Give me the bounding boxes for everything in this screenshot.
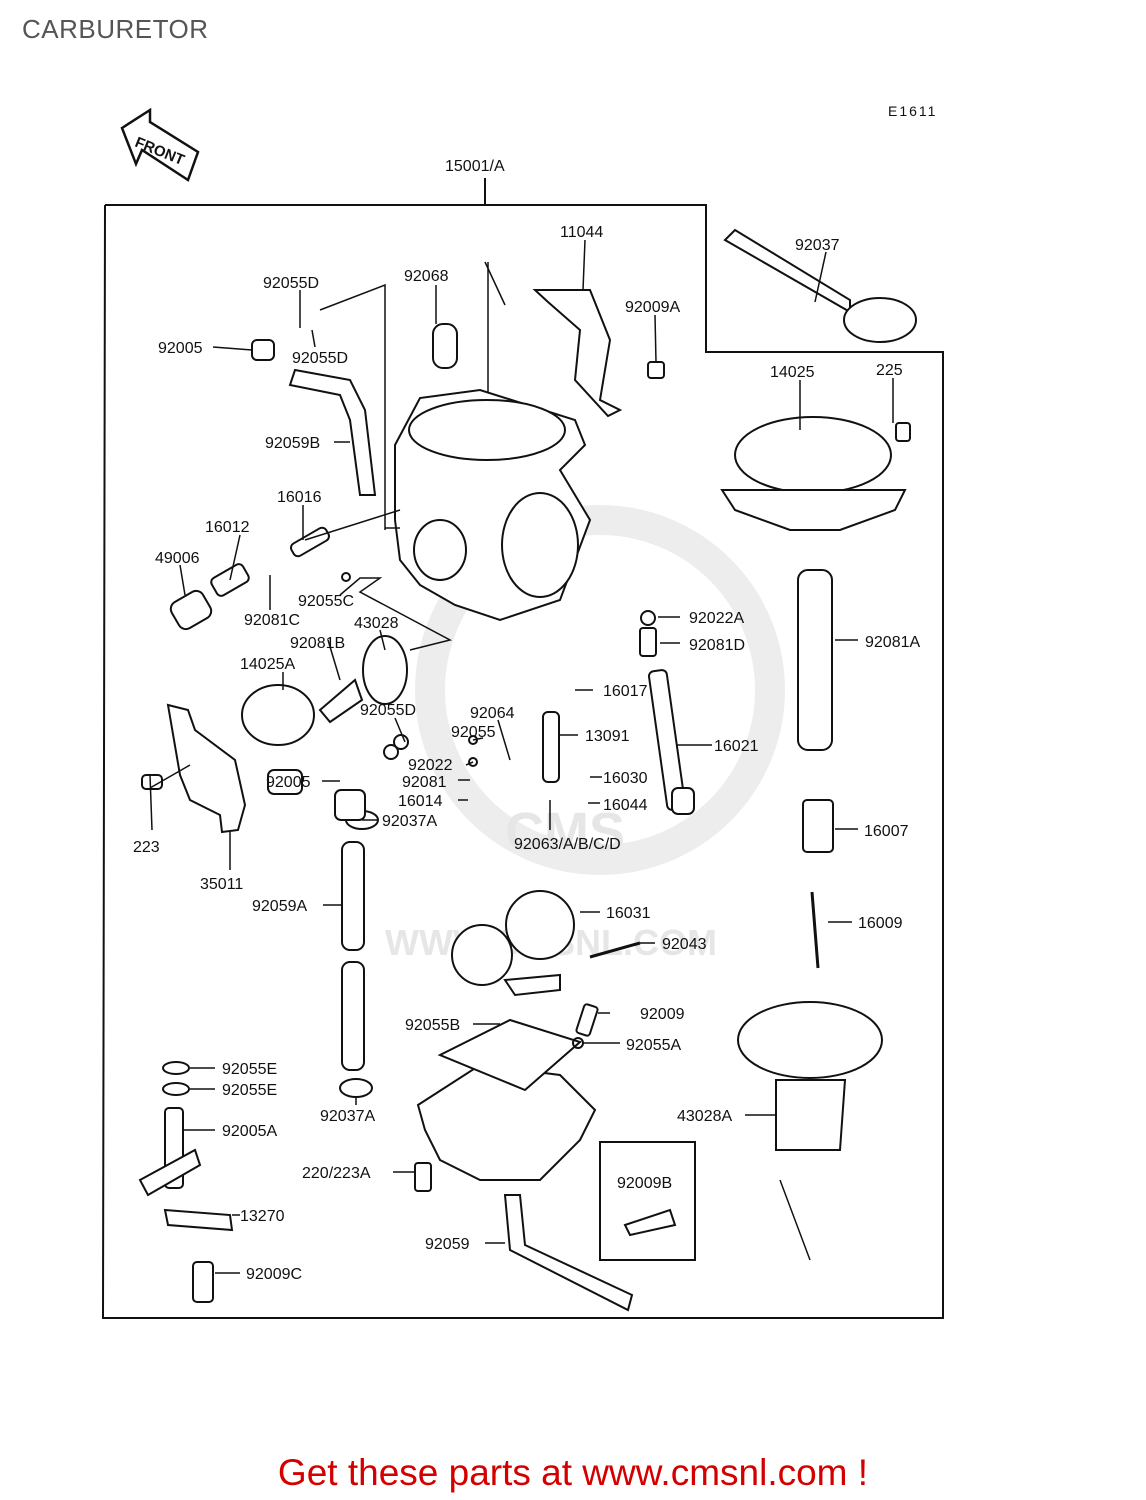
diagram-code: E1611 [888,103,937,119]
part-label: 92081C [244,612,300,629]
part-label: 92037 [795,237,840,254]
part-label: 92037A [320,1108,375,1125]
part-label: 92009B [617,1175,672,1192]
part-label: 92037A [382,813,437,830]
part-label: 11044 [560,224,603,241]
watermark-brand: CMS [505,802,625,862]
part-label: 92055 [451,724,496,741]
part-label: 43028 [354,615,399,632]
part-label: 14025A [240,656,295,673]
part-label: 92059B [265,435,320,452]
part-label: 92059 [425,1236,470,1253]
part-label: 16016 [277,489,322,506]
part-label: 92043 [662,936,707,953]
part-label: 16012 [205,519,250,536]
part-label: 16021 [714,738,759,755]
part-label: 92081D [689,637,745,654]
assembly-label: 15001/A [445,158,505,175]
part-label: 92081B [290,635,345,652]
part-label: 92022A [689,610,744,627]
part-label: 16044 [603,797,648,814]
part-label: 92055D [292,350,348,367]
part-label: 92055A [626,1037,681,1054]
part-label: 49006 [155,550,200,567]
part-drawings [138,228,917,1312]
part-label: 16017 [603,683,648,700]
part-label: 92005 [158,340,203,357]
part-label: 14025 [770,364,815,381]
part-label: 92022 [408,757,453,774]
part-label: 220/223A [302,1165,371,1182]
part-label: 92055D [263,275,319,292]
part-label: 223 [133,839,160,856]
part-label: 16007 [864,823,909,840]
page-title: CARBURETOR [22,14,209,44]
leader-lines [149,239,894,1274]
part-label: 92055E [222,1061,277,1078]
part-label: 92009A [625,299,680,316]
footer-cta-link[interactable]: Get these parts at www.cmsnl.com ! [0,1452,1146,1494]
part-label: 92055B [405,1017,460,1034]
part-labels: 11044 92037 92068 92009A 92055D 92005 92… [133,224,920,1283]
part-label: 13091 [585,728,630,745]
assembly-frame [101,178,944,1319]
part-label: 92005 [266,774,311,791]
front-arrow-icon: FRONT [120,107,200,182]
part-label: 92009 [640,1006,685,1023]
part-label: 16009 [858,915,903,932]
part-label: 43028A [677,1108,732,1125]
part-label: 16031 [606,905,651,922]
part-label: 92081A [865,634,920,651]
part-label: 92063/A/B/C/D [514,836,621,853]
part-label: 92009C [246,1266,302,1283]
part-label: 92055D [360,702,416,719]
part-label: 92068 [404,268,449,285]
footer-cta-text[interactable]: Get these parts at www.cmsnl.com ! [277,1452,869,1493]
part-label: 92005A [222,1123,277,1140]
part-label: 92081 [402,774,447,791]
part-label: 35011 [200,876,243,893]
part-label: 13270 [240,1208,285,1225]
part-label: 16030 [603,770,648,787]
part-label: 92064 [470,705,515,722]
part-label: 16014 [398,793,443,810]
part-label: 92055E [222,1082,277,1099]
part-label: 92055C [298,593,354,610]
part-label: 92059A [252,898,307,915]
part-label: 225 [876,362,903,379]
